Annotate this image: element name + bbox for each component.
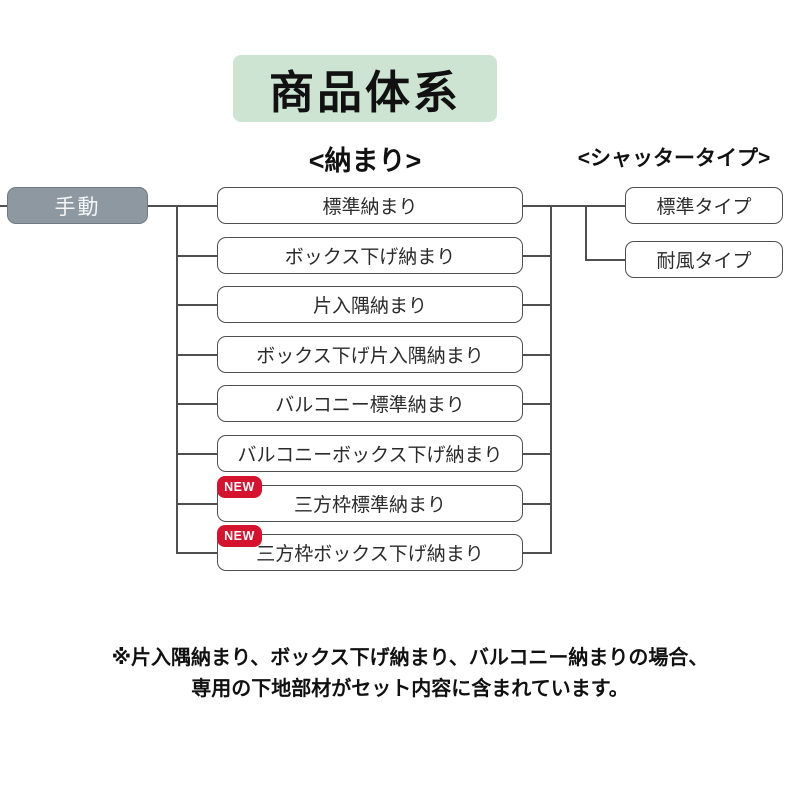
connector-line — [550, 205, 586, 207]
page-title: 商品体系 — [233, 55, 497, 122]
connector-line — [523, 255, 551, 257]
connector-line — [176, 453, 217, 455]
fitting-node-balcony-box-lowered: バルコニーボックス下げ納まり — [217, 435, 523, 472]
connector-line — [585, 259, 625, 261]
connector-line — [523, 403, 551, 405]
shutter-node-wind-resistant: 耐風タイプ — [625, 241, 783, 278]
connector-line — [176, 205, 217, 207]
footnote: ※片入隅納まり、ボックス下げ納まり、バルコニー納まりの場合、 専用の下地部材がセ… — [60, 643, 760, 705]
footnote-line-2: 専用の下地部材がセット内容に含まれています。 — [191, 678, 629, 700]
fitting-column-header: <納まり> — [308, 146, 422, 176]
connector-line — [176, 304, 217, 306]
root-node-manual: 手動 — [7, 187, 148, 224]
shutter-column-header: <シャッタータイプ> — [577, 147, 771, 170]
connector-line — [523, 453, 551, 455]
fitting-node-box-lowered: ボックス下げ納まり — [217, 237, 523, 274]
connector-line — [176, 403, 217, 405]
shutter-node-standard: 標準タイプ — [625, 187, 783, 224]
connector-line — [176, 255, 217, 257]
connector-line — [523, 503, 551, 505]
connector-line — [176, 503, 217, 505]
connector-line — [176, 205, 178, 554]
fitting-node-balcony-standard: バルコニー標準納まり — [217, 385, 523, 422]
connector-line — [585, 205, 587, 260]
connector-line — [523, 552, 551, 554]
connector-line — [0, 205, 7, 207]
connector-line — [523, 354, 551, 356]
new-badge: NEW — [217, 476, 262, 498]
connector-line — [585, 205, 625, 207]
connector-line — [176, 354, 217, 356]
fitting-node-three-side-frame-standard: 三方枠標準納まり — [217, 485, 523, 522]
fitting-node-single-corner: 片入隅納まり — [217, 286, 523, 323]
footnote-line-1: ※片入隅納まり、ボックス下げ納まり、バルコニー納まりの場合、 — [111, 647, 709, 669]
connector-line — [148, 205, 177, 207]
connector-line — [550, 205, 552, 554]
fitting-node-three-side-frame-box-lowered: 三方枠ボックス下げ納まり — [217, 534, 523, 571]
connector-line — [523, 304, 551, 306]
new-badge: NEW — [217, 525, 262, 547]
fitting-node-standard: 標準納まり — [217, 187, 523, 224]
fitting-node-box-lowered-single-corner: ボックス下げ片入隅納まり — [217, 336, 523, 373]
connector-line — [176, 552, 217, 554]
connector-line — [523, 205, 551, 207]
